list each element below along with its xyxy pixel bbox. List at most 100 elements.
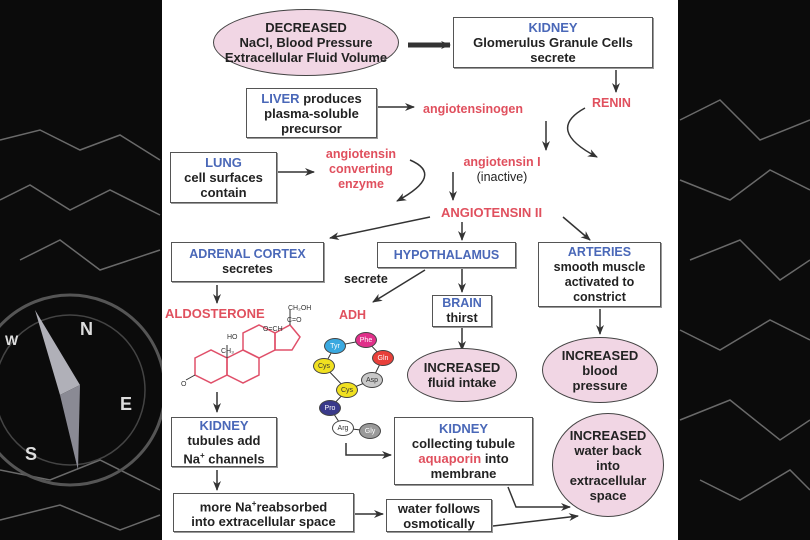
box-title: LIVER bbox=[261, 90, 300, 106]
ellipse-line: pressure bbox=[572, 377, 628, 393]
box-line: smooth muscle bbox=[553, 259, 646, 274]
arrow-to-arteries bbox=[562, 216, 591, 241]
angiotensin-ii-label: ANGIOTENSIN II bbox=[441, 205, 543, 220]
ace-line: enzyme bbox=[338, 177, 384, 191]
struct-label: O bbox=[181, 381, 187, 388]
box-line: precursor bbox=[281, 120, 342, 136]
box-text: more Na bbox=[199, 499, 252, 515]
box-line: membrane bbox=[430, 466, 497, 481]
arrow-ace-catalysis bbox=[396, 159, 426, 202]
box-line: thirst bbox=[446, 311, 478, 325]
increased-water-back-ellipse: INCREASED water back into extracellular … bbox=[552, 413, 664, 517]
box-text: reabsorbed bbox=[256, 499, 328, 515]
amino-acid-cys: Cys bbox=[336, 382, 358, 398]
kidney-glomerulus-box: KIDNEY Glomerulus Granule Cells secrete bbox=[453, 17, 653, 68]
ellipse-line: space bbox=[589, 487, 627, 503]
box-text: produces bbox=[299, 90, 362, 106]
amino-acid-asp: Asp bbox=[361, 372, 383, 388]
amino-acid-gln: Gln bbox=[372, 350, 394, 366]
arrow-adh-to-kidney bbox=[345, 443, 392, 459]
arrow-hypothalamus-to-adh bbox=[372, 269, 426, 303]
box-line: water follows bbox=[397, 500, 481, 516]
secrete-label: secrete bbox=[344, 272, 388, 286]
box-title: KIDNEY bbox=[199, 417, 249, 433]
adh-label: ADH bbox=[339, 308, 367, 322]
box-line: activated to bbox=[564, 274, 635, 289]
svg-text:E: E bbox=[120, 394, 132, 414]
ellipse-line: INCREASED bbox=[561, 347, 639, 363]
increased-blood-pressure-ellipse: INCREASED blood pressure bbox=[542, 337, 658, 403]
arrow-to-adrenal bbox=[329, 216, 431, 241]
aldosterone-structure bbox=[185, 310, 301, 384]
box-line: more Na+reabsorbed bbox=[174, 496, 353, 514]
box-line: aquaporin into bbox=[395, 451, 532, 466]
box-line: contain bbox=[200, 185, 247, 200]
box-title: HYPOTHALAMUS bbox=[393, 247, 500, 262]
kidney-tubules-box: KIDNEY tubules add Na+ channels bbox=[171, 417, 277, 467]
box-line: secrete bbox=[530, 50, 576, 65]
hypothalamus-box: HYPOTHALAMUS bbox=[377, 242, 516, 268]
svg-text:N: N bbox=[80, 319, 93, 339]
box-text: into bbox=[481, 451, 509, 466]
superscript: + bbox=[251, 498, 257, 508]
amino-acid-gly: Gly bbox=[359, 423, 381, 439]
struct-label: O=CH bbox=[263, 326, 283, 333]
arrow-renin-catalysis bbox=[566, 107, 598, 158]
box-line: tubules add bbox=[187, 432, 261, 448]
ace-line: converting bbox=[329, 162, 393, 176]
amino-acid-pro: Pro bbox=[319, 400, 341, 416]
box-title: BRAIN bbox=[442, 296, 482, 310]
struct-label: CH₂OH bbox=[288, 305, 311, 312]
struct-label: HO bbox=[227, 334, 238, 341]
ellipse-line: blood bbox=[582, 362, 618, 378]
brain-box: BRAIN thirst bbox=[432, 295, 492, 327]
box-title: KIDNEY bbox=[438, 421, 489, 436]
angiotensin-i-name: angiotensin I bbox=[463, 155, 541, 169]
ellipse-line: INCREASED bbox=[423, 360, 501, 375]
amino-acid-tyr: Tyr bbox=[324, 338, 346, 354]
box-line: Na+ channels bbox=[172, 448, 276, 466]
box-line: cell surfaces bbox=[184, 170, 263, 185]
more-na-box: more Na+reabsorbed into extracellular sp… bbox=[173, 493, 354, 532]
ellipse-line: water back bbox=[574, 442, 642, 458]
amino-acid-arg: Arg bbox=[332, 420, 354, 436]
renin-label: RENIN bbox=[592, 96, 631, 110]
amino-acid-cys: Cys bbox=[313, 358, 335, 374]
box-line: LIVER produces bbox=[247, 91, 376, 106]
arteries-box: ARTERIES smooth muscle activated to cons… bbox=[538, 242, 661, 307]
aquaporin-text: aquaporin bbox=[418, 451, 482, 466]
angiotensin-i-note: (inactive) bbox=[476, 170, 528, 184]
amino-acid-phe: Phe bbox=[355, 332, 377, 348]
struct-label: C=O bbox=[287, 317, 302, 324]
angiotensin-i-label: angiotensin I (inactive) bbox=[452, 155, 552, 185]
arrow-water-to-increased bbox=[492, 513, 579, 527]
superscript: + bbox=[199, 450, 205, 460]
struct-label: CH₃ bbox=[221, 348, 234, 355]
stimulus-line: NaCl, Blood Pressure bbox=[239, 35, 373, 50]
box-line: plasma-soluble bbox=[264, 105, 359, 121]
box-text: Na bbox=[183, 451, 200, 467]
water-follows-box: water follows osmotically bbox=[386, 499, 492, 532]
box-title: KIDNEY bbox=[528, 20, 578, 35]
lung-box: LUNG cell surfaces contain bbox=[170, 152, 277, 203]
kidney-collecting-box: KIDNEY collecting tubule aquaporin into … bbox=[394, 417, 533, 485]
box-title: ADRENAL CORTEX bbox=[189, 247, 306, 261]
ellipse-line: INCREASED bbox=[569, 427, 647, 443]
ace-line: angiotensin bbox=[325, 147, 397, 161]
box-line: collecting tubule bbox=[411, 436, 516, 451]
stimulus-line: DECREASED bbox=[265, 20, 347, 35]
ellipse-line: fluid intake bbox=[427, 375, 497, 390]
adrenal-cortex-box: ADRENAL CORTEX secretes bbox=[171, 242, 324, 282]
liver-box: LIVER produces plasma-soluble precursor bbox=[246, 88, 377, 138]
box-line: constrict bbox=[573, 289, 626, 304]
arrow-aquaporin-to-increased bbox=[507, 486, 571, 511]
ellipse-line: extracellular bbox=[569, 472, 647, 488]
box-line: osmotically bbox=[403, 515, 475, 531]
ellipse-line: into bbox=[596, 457, 620, 473]
svg-text:S: S bbox=[25, 444, 37, 464]
aldosterone-label: ALDOSTERONE bbox=[165, 306, 265, 321]
box-title: LUNG bbox=[205, 155, 242, 170]
increased-fluid-intake-ellipse: INCREASED fluid intake bbox=[407, 348, 517, 402]
box-line: secretes bbox=[222, 262, 273, 276]
